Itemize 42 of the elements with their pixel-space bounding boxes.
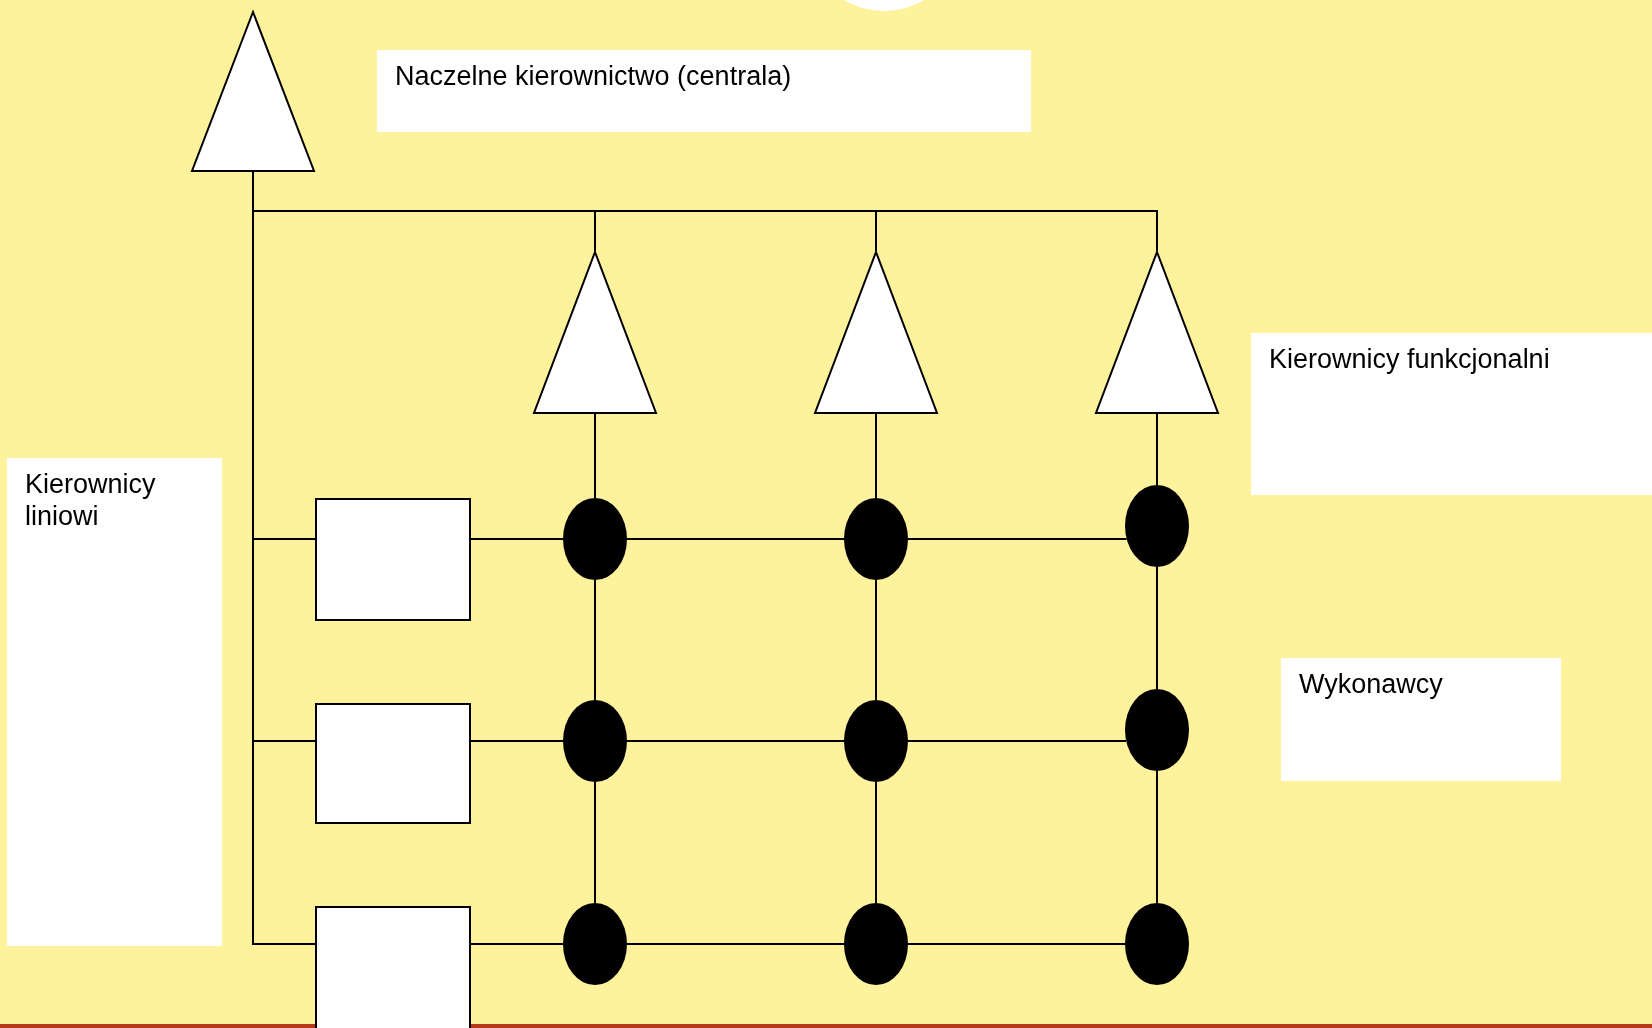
connector-line (907, 943, 1126, 945)
box-label: Kierownicy funkcjonalni (1269, 343, 1551, 376)
connector-line (626, 740, 845, 742)
connector-line (594, 413, 596, 499)
filled-ellipse (563, 700, 627, 782)
connector-line (1156, 566, 1158, 690)
triangle-shape (191, 11, 315, 172)
triangle-shape (533, 251, 657, 414)
filled-ellipse (1125, 689, 1189, 771)
triangle-shape (1095, 251, 1219, 414)
square-box (315, 906, 471, 1028)
connector-line (594, 781, 596, 904)
connector-line (470, 538, 564, 540)
connector-line (875, 413, 877, 499)
filled-ellipse (563, 903, 627, 985)
connector-line (1156, 770, 1158, 904)
connector-line (626, 943, 845, 945)
box-label: Wykonawcy (1299, 668, 1444, 701)
box-label: Kierownicy liniowi (25, 468, 157, 533)
connector-line (907, 538, 1128, 540)
connector-line (470, 740, 564, 742)
text-box (377, 50, 1031, 132)
connector-line (626, 538, 845, 540)
filled-ellipse (844, 700, 908, 782)
connector-line (907, 740, 1128, 742)
connector-line (594, 579, 596, 701)
text-box (1251, 333, 1652, 495)
square-box (315, 703, 471, 824)
filled-ellipse (1125, 903, 1189, 985)
box-label: Naczelne kierownictwo (centrala) (395, 60, 793, 93)
connector-line (875, 781, 877, 904)
square-box (315, 498, 471, 621)
triangle-shape (814, 251, 938, 414)
filled-ellipse (563, 498, 627, 580)
connector-line (1156, 413, 1158, 486)
connector-line (470, 943, 564, 945)
text-box (7, 458, 222, 946)
text-box (1281, 658, 1561, 781)
connector-line (875, 579, 877, 701)
filled-ellipse (1125, 485, 1189, 567)
filled-ellipse (844, 498, 908, 580)
filled-ellipse (844, 903, 908, 985)
